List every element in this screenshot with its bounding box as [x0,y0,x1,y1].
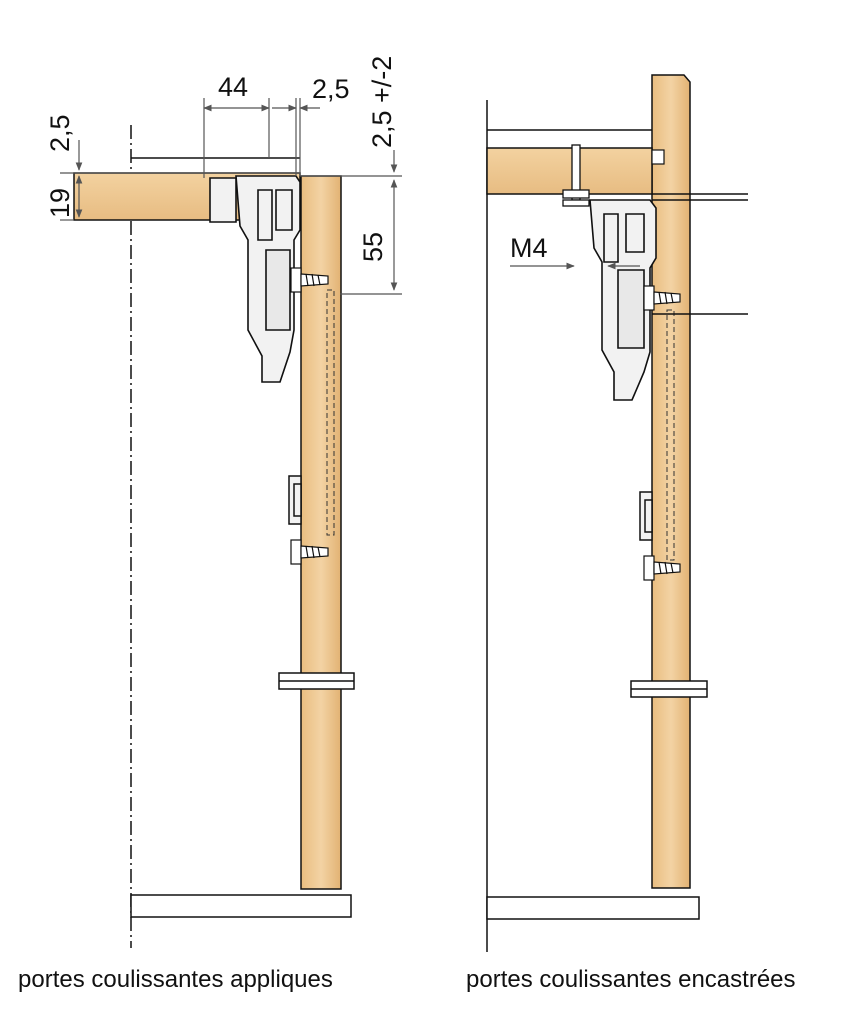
dim-19: 19 [45,188,75,218]
right-bottom-guide [630,680,708,698]
right-top-notch [651,149,665,165]
right-screw-bottom [643,555,681,581]
right-bottom-panel [486,896,700,920]
dim-55: 55 [358,232,388,262]
right-drawing: M4 [486,74,748,952]
right-door-slot [666,309,675,561]
left-bottom-panel [130,894,352,918]
caption-left: portes coulissantes appliques [18,966,333,993]
caption-right: portes coulissantes encastrées [466,966,796,993]
left-door-slot [326,289,335,536]
left-drawing: 44 2,5 2,5 +/-2 2,5 19 55 [45,56,402,948]
m4-bolt [562,144,590,207]
left-screw-top [290,267,329,293]
dim-2-5-pm2: 2,5 +/-2 [367,56,397,148]
left-bottom-guide [278,672,355,690]
left-dimension-lines [60,98,402,295]
right-top-panel [486,147,653,195]
left-middle-bracket [288,475,302,525]
dim-44: 44 [218,72,248,102]
dim-2-5-left: 2,5 [45,114,75,152]
top-track-profile [209,175,301,383]
dim-2-5-top: 2,5 [312,74,350,104]
right-track-profile [589,199,657,401]
right-middle-bracket [639,491,653,541]
right-screw-top [643,285,681,311]
dim-m4: M4 [510,233,548,263]
right-front-panel [651,74,691,889]
left-screw-bottom [290,539,329,565]
